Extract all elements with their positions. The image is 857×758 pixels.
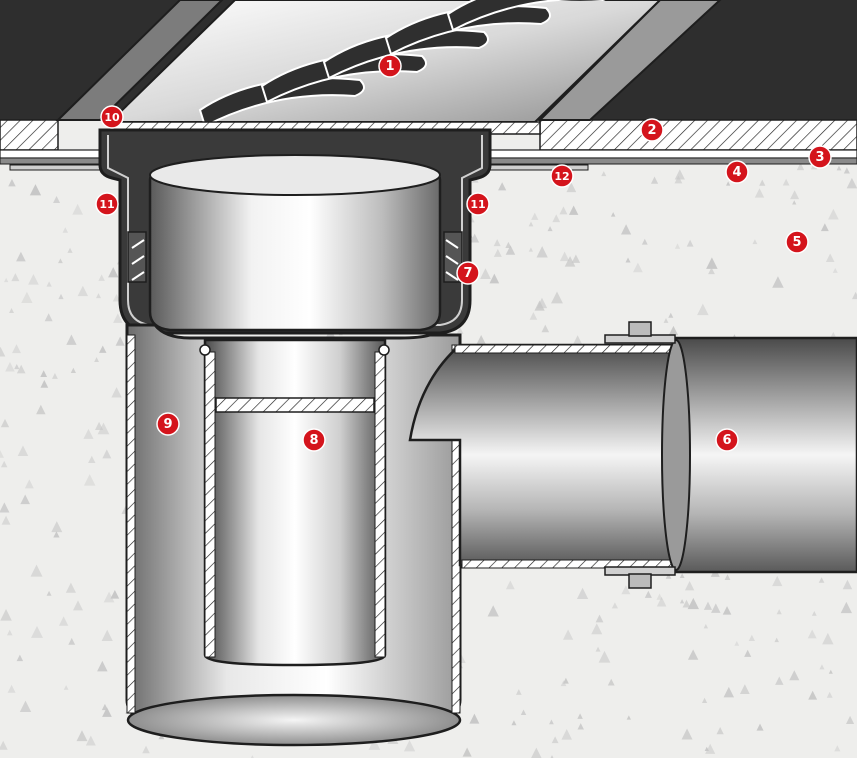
callout-11b: 11 (466, 192, 490, 216)
floor-finish-left (0, 119, 59, 151)
pipe-wall-top (454, 344, 684, 354)
callout-number: 9 (163, 417, 172, 432)
callout-number: 8 (309, 433, 318, 448)
flange-left (9, 164, 111, 171)
callout-4: 4 (725, 160, 749, 184)
callout-number: 6 (722, 433, 731, 448)
callout-7: 7 (456, 261, 480, 285)
callout-12: 12 (550, 164, 574, 188)
callout-number: 3 (815, 150, 824, 165)
floor-finish-right (539, 119, 857, 151)
callout-2: 2 (640, 118, 664, 142)
callout-3: 3 (808, 145, 832, 169)
callout-8: 8 (302, 428, 326, 452)
trap-rim (149, 154, 441, 196)
callout-9: 9 (156, 412, 180, 436)
inner-pipe-wall-left (204, 351, 216, 658)
seal-ring-left (199, 344, 211, 356)
callout-number: 10 (104, 111, 120, 124)
pipe-clamp-bolt-bottom (628, 573, 652, 589)
side-outlet-pipe (408, 343, 682, 567)
outer-wall-left (126, 334, 136, 714)
callout-number: 4 (732, 165, 741, 180)
callout-5: 5 (785, 230, 809, 254)
outlet-opening (126, 693, 462, 747)
callout-number: 12 (554, 170, 569, 183)
callout-number: 11 (99, 198, 114, 211)
connecting-pipe (673, 336, 857, 574)
callout-number: 11 (470, 198, 485, 211)
callout-10: 10 (100, 105, 124, 129)
seal-ring-right (378, 344, 390, 356)
pipe-clamp-bolt-top (628, 321, 652, 337)
inner-pipe (203, 338, 387, 667)
clamp-left (127, 231, 147, 283)
callout-1: 1 (378, 54, 402, 78)
odour-seal-plate (215, 397, 375, 413)
callout-number: 2 (647, 123, 656, 138)
callout-number: 5 (792, 235, 801, 250)
callout-11a: 11 (95, 192, 119, 216)
pipe-socket (661, 339, 691, 571)
inner-pipe-wall-right (374, 351, 386, 658)
channel-left-wall (55, 0, 224, 121)
callout-6: 6 (715, 428, 739, 452)
callout-number: 1 (385, 59, 394, 74)
callout-number: 7 (463, 266, 472, 281)
